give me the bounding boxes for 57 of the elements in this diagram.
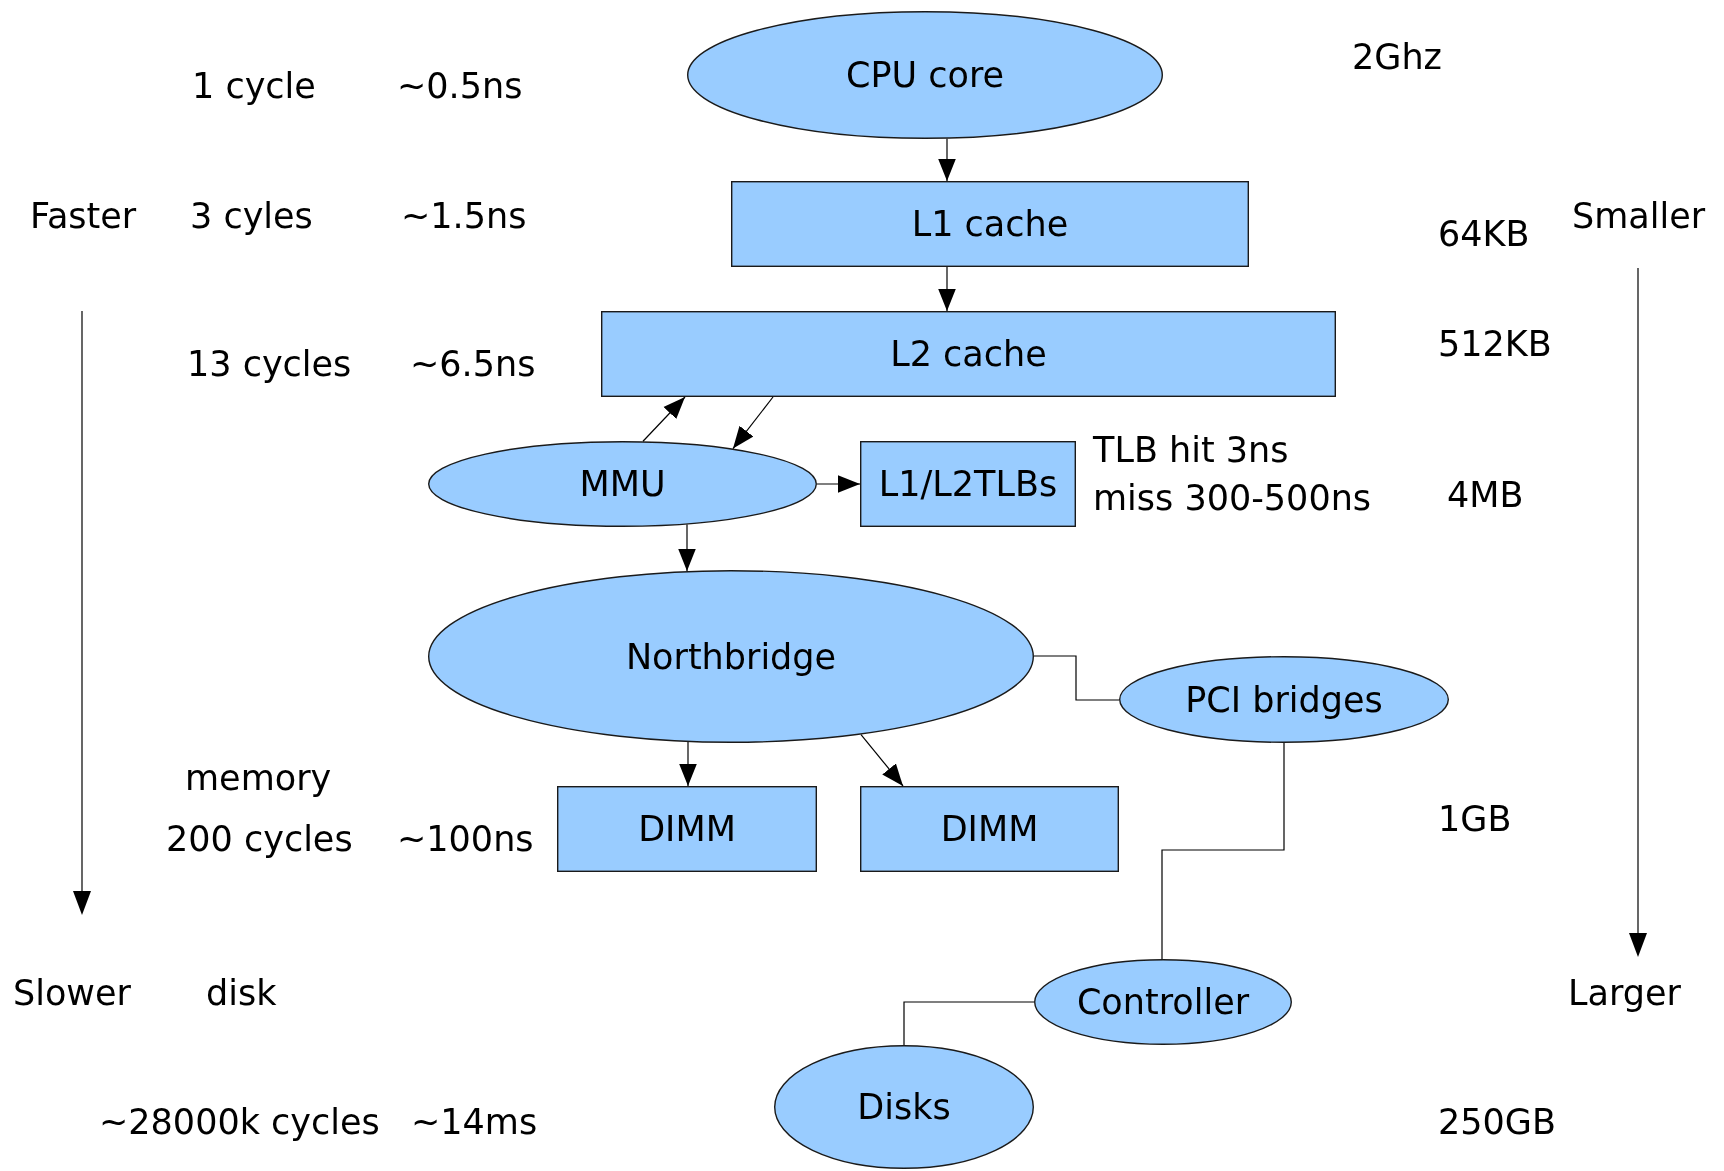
ellipse-node (687, 11, 1163, 139)
text-label: memory (185, 758, 332, 798)
text-label: 4MB (1447, 475, 1524, 515)
text-label: 200 cycles (166, 819, 353, 859)
annotation-text: miss 300-500ns (1093, 478, 1372, 518)
arrow (679, 741, 697, 787)
node-label: Disks (857, 1087, 951, 1127)
arrow (732, 396, 774, 450)
node-label: DIMM (638, 809, 736, 849)
arrow (938, 138, 956, 182)
node-label: PCI bridges (1185, 679, 1383, 720)
ellipse-node (1119, 656, 1449, 743)
node-label: MMU (579, 464, 666, 504)
text-label: 1GB (1438, 799, 1512, 839)
connector-line (1161, 742, 1285, 960)
process-box (731, 181, 1249, 267)
text-label: ~0.5ns (397, 66, 523, 106)
node-label: L1 cache (911, 204, 1069, 244)
ellipse-node (774, 1045, 1034, 1169)
annotation-text: TLB hit 3ns (1093, 430, 1289, 470)
text-label: ~1.5ns (401, 196, 527, 236)
text-label: 13 cycles (187, 344, 352, 384)
arrow (816, 475, 861, 493)
process-box (860, 786, 1119, 872)
ellipse-node (428, 441, 817, 527)
arrow (860, 734, 904, 787)
ellipse-node (428, 570, 1034, 743)
text-label: 64KB (1438, 214, 1530, 254)
text-label: Smaller (1572, 196, 1706, 236)
text-label: ~100ns (397, 819, 534, 859)
process-box (557, 786, 817, 872)
text-label: 512KB (1438, 324, 1552, 364)
text-label: 2Ghz (1352, 37, 1442, 77)
arrow (938, 266, 956, 312)
node-label: L1/L2TLBs (878, 464, 1058, 504)
text-label: ~28000k cycles (99, 1102, 380, 1142)
text-label: 250GB (1438, 1102, 1556, 1142)
text-label: Slower (13, 973, 131, 1013)
text-label: ~14ms (411, 1102, 538, 1142)
text-label: 1 cycle (192, 66, 316, 106)
node-label: CPU core (845, 55, 1005, 95)
arrow (678, 523, 696, 572)
arrow (642, 396, 686, 442)
text-label: disk (206, 973, 277, 1013)
text-label: ~6.5ns (410, 344, 536, 384)
text-label: Larger (1568, 973, 1681, 1013)
ellipse-node (1034, 959, 1292, 1045)
connector-line (903, 1001, 1035, 1046)
text-label: Faster (30, 196, 137, 236)
text-label: 3 cyles (190, 196, 313, 236)
node-label: DIMM (940, 809, 1039, 849)
node-label: Northbridge (625, 636, 837, 677)
process-box (601, 311, 1336, 397)
process-box (860, 441, 1076, 527)
connector-line (1033, 655, 1120, 701)
node-label: Controller (1076, 982, 1250, 1022)
node-label: L2 cache (890, 334, 1047, 374)
